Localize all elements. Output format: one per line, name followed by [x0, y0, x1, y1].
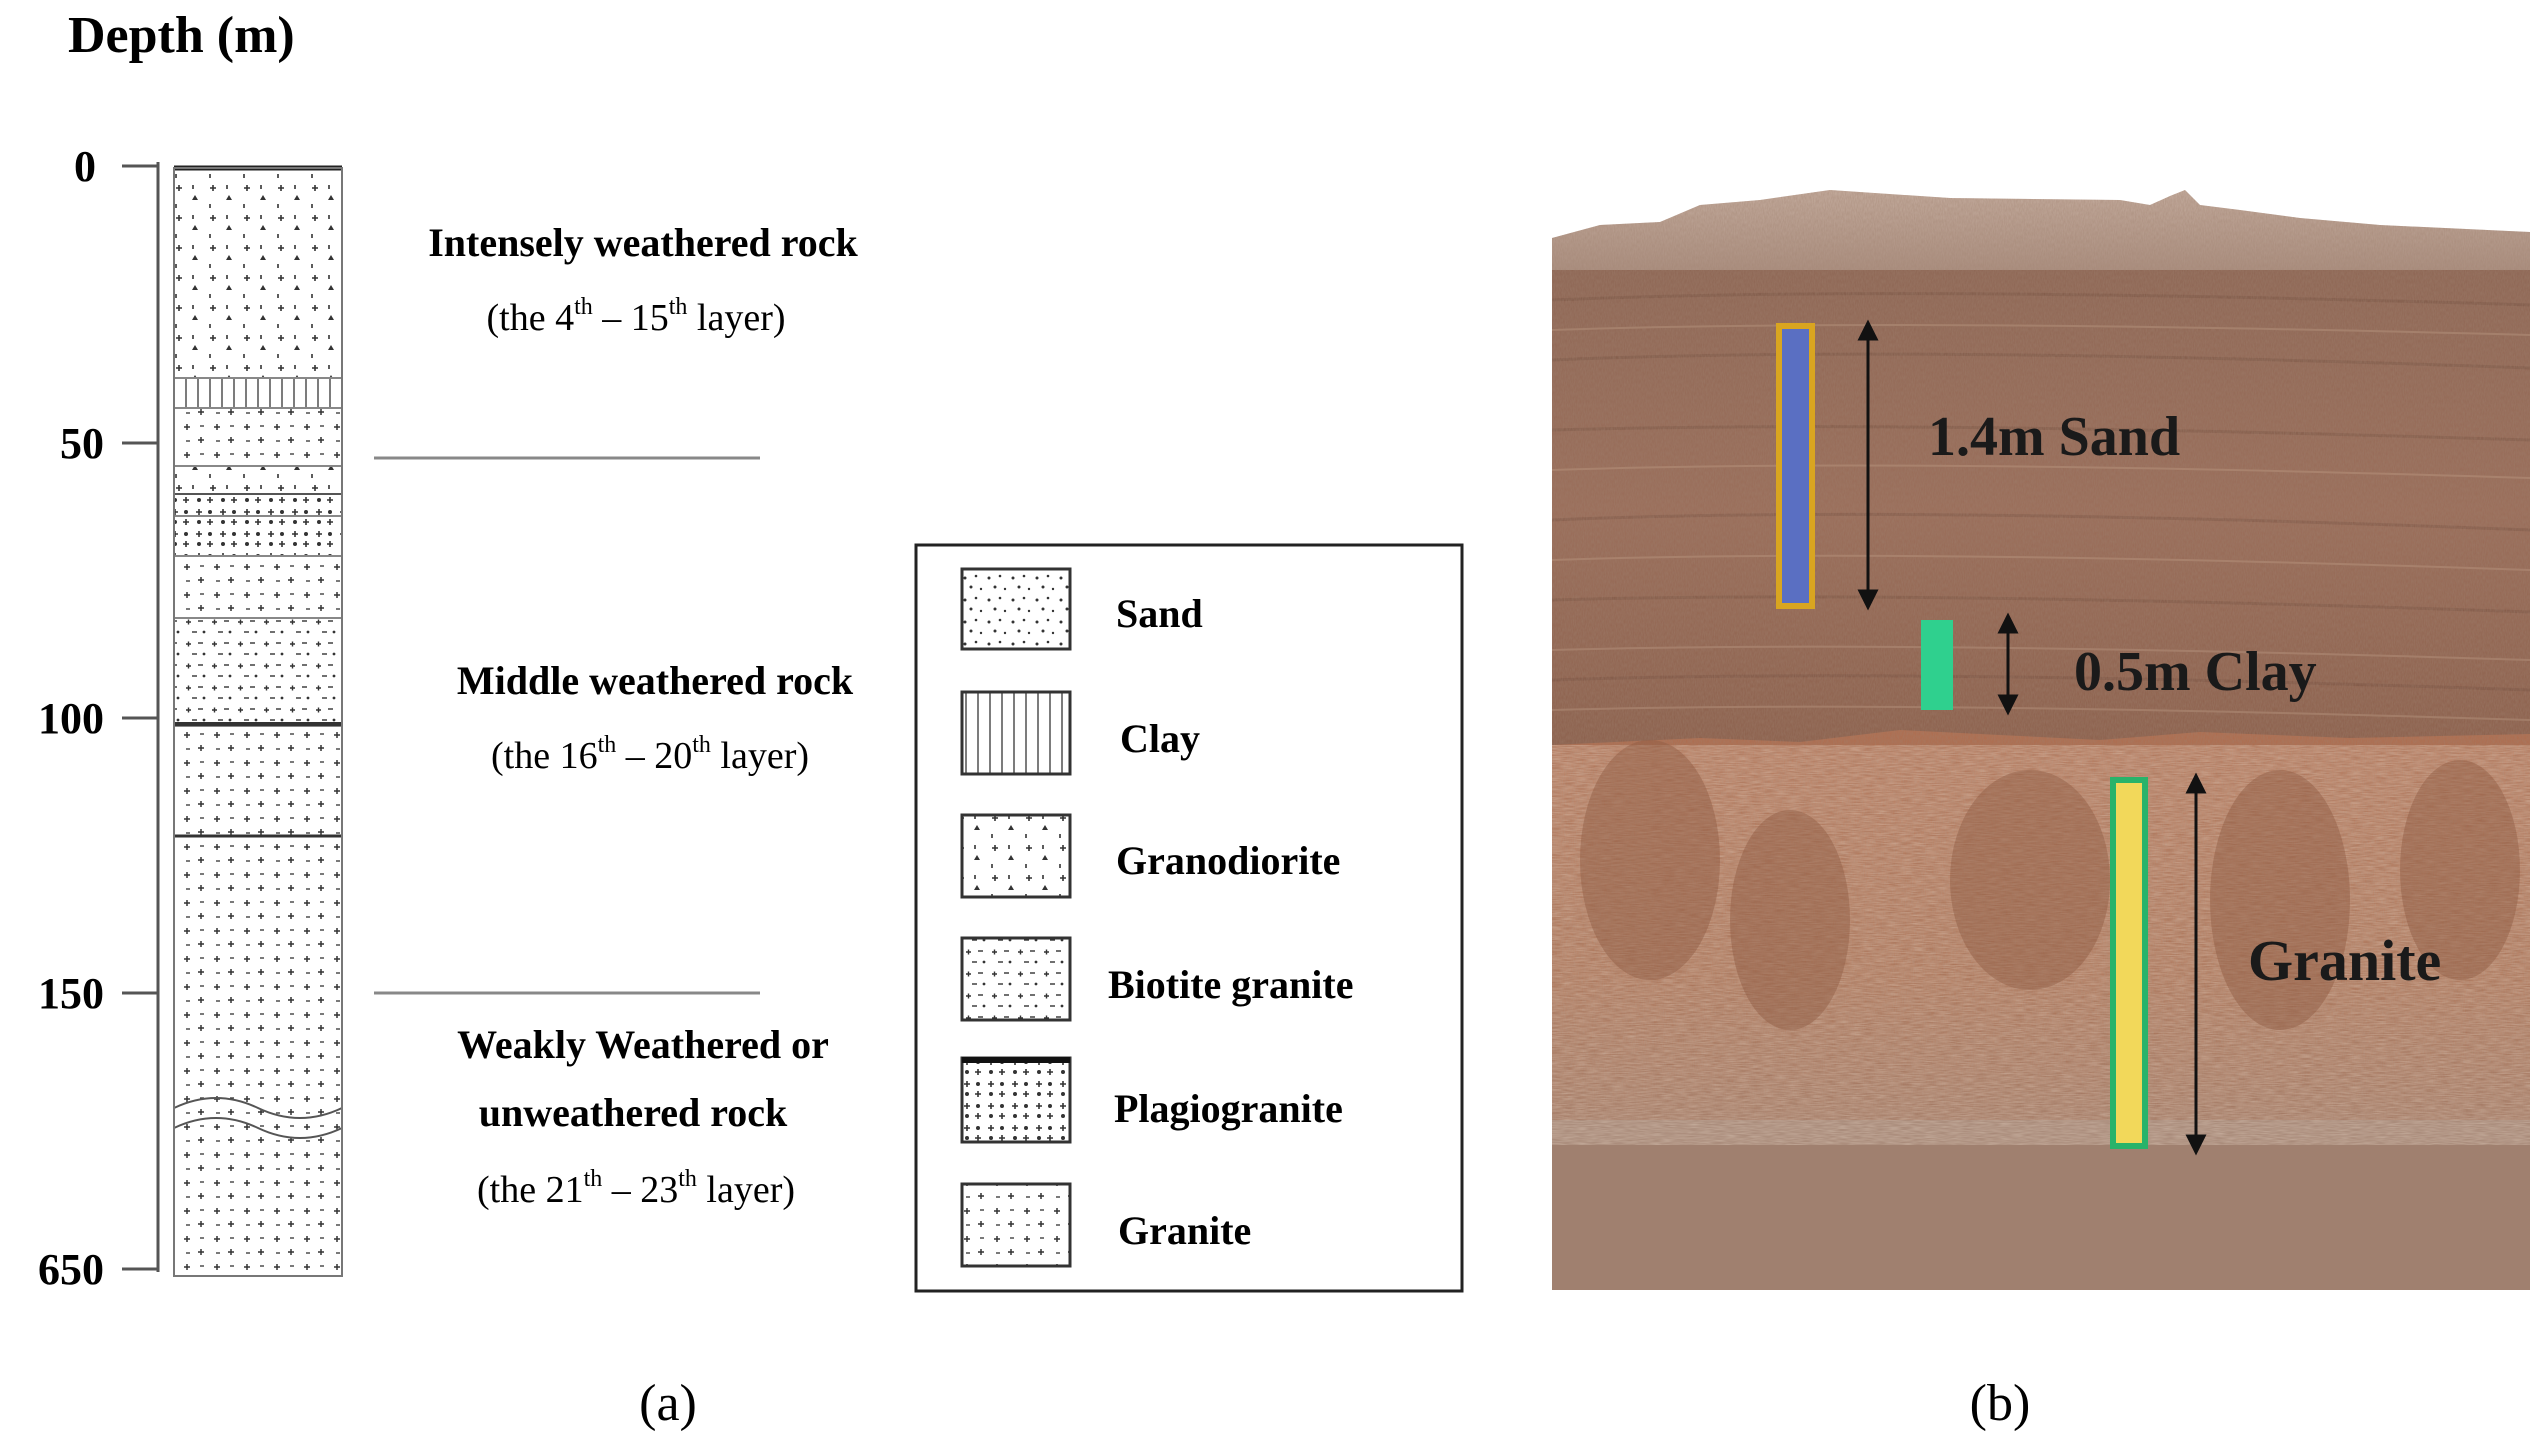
legend-swatch-biotite-granite — [960, 936, 1072, 1022]
layer-granodiorite-thin — [173, 465, 343, 495]
legend-swatch-sand — [960, 567, 1072, 651]
depth-axis-title: Depth (m) — [68, 7, 295, 64]
scale-break-mark — [173, 1097, 343, 1119]
clay-label: 0.5m Clay — [2074, 641, 2317, 703]
legend-swatch-granodiorite — [960, 813, 1072, 899]
layer-dark-band — [173, 493, 343, 517]
legend-label-clay: Clay — [1120, 716, 1200, 761]
zone-title: Middle weathered rock — [457, 658, 854, 703]
layer-granite-2 — [173, 555, 343, 619]
legend-swatch-plagiogranite — [960, 1056, 1072, 1144]
granite-marker-bar — [2110, 777, 2148, 1149]
sand-marker-bar — [1776, 323, 1815, 609]
caption-b: (b) — [1970, 1375, 2031, 1432]
granite-label: Granite — [2248, 928, 2441, 993]
layer-granite-3 — [173, 725, 343, 837]
zone-weakly-weathered: Weakly Weathered or unweathered rock (th… — [457, 1022, 829, 1211]
panel-b: 1.4m Sand 0.5m Clay Granite (b) — [1552, 190, 2530, 1432]
zone-subtitle: (the 4th – 15th layer) — [486, 294, 785, 339]
layer-granodiorite-top — [173, 167, 343, 379]
layer-clay — [173, 377, 343, 409]
outcrop-photo — [1552, 190, 2530, 1290]
legend-label-plagiogranite: Plagiogranite — [1114, 1086, 1343, 1131]
tick-label-650: 650 — [38, 1245, 104, 1294]
legend-frame — [914, 543, 1464, 1293]
legend-swatch-clay — [960, 690, 1072, 776]
zone-subtitle: (the 21th – 23th layer) — [477, 1166, 795, 1211]
tick-label-0: 0 — [74, 142, 96, 191]
layer-granite-1 — [173, 407, 343, 467]
legend-label-biotite-granite: Biotite granite — [1108, 962, 1354, 1007]
panel-a: Depth (m) 0 50 100 150 650 — [38, 7, 1464, 1432]
sand-interval: 1.4m Sand — [1776, 319, 2180, 611]
zone-title-line2: unweathered rock — [479, 1090, 788, 1135]
legend-label-granite: Granite — [1118, 1208, 1251, 1253]
strata-column — [173, 165, 343, 1277]
zone-middle-weathered: Middle weathered rock (the 16th – 20th l… — [457, 658, 854, 777]
depth-ticks: 0 50 100 150 650 — [38, 142, 158, 1294]
tick-label-100: 100 — [38, 694, 104, 743]
tick-label-50: 50 — [60, 419, 104, 468]
layer-granite-deep — [173, 835, 343, 1277]
zone-title-line1: Weakly Weathered or — [457, 1022, 829, 1067]
legend-label-granodiorite: Granodiorite — [1116, 838, 1340, 883]
zone-title: Intensely weathered rock — [428, 220, 858, 265]
granite-interval: Granite — [2110, 772, 2441, 1156]
zone-intensely-weathered: Intensely weathered rock (the 4th – 15th… — [428, 220, 858, 339]
sand-label: 1.4m Sand — [1928, 406, 2180, 468]
layer-plagiogranite — [173, 515, 343, 557]
clay-marker-bar — [1921, 620, 1953, 710]
legend-label-sand: Sand — [1116, 591, 1203, 636]
zone-subtitle: (the 16th – 20th layer) — [491, 732, 809, 777]
caption-a: (a) — [639, 1375, 697, 1432]
clay-interval: 0.5m Clay — [1921, 612, 2317, 716]
lithology-legend: Sand Clay Granodiorite Biotite granite P… — [914, 543, 1464, 1293]
legend-swatch-granite — [960, 1182, 1072, 1268]
tick-label-150: 150 — [38, 969, 104, 1018]
layer-biotite-granite — [173, 617, 343, 727]
